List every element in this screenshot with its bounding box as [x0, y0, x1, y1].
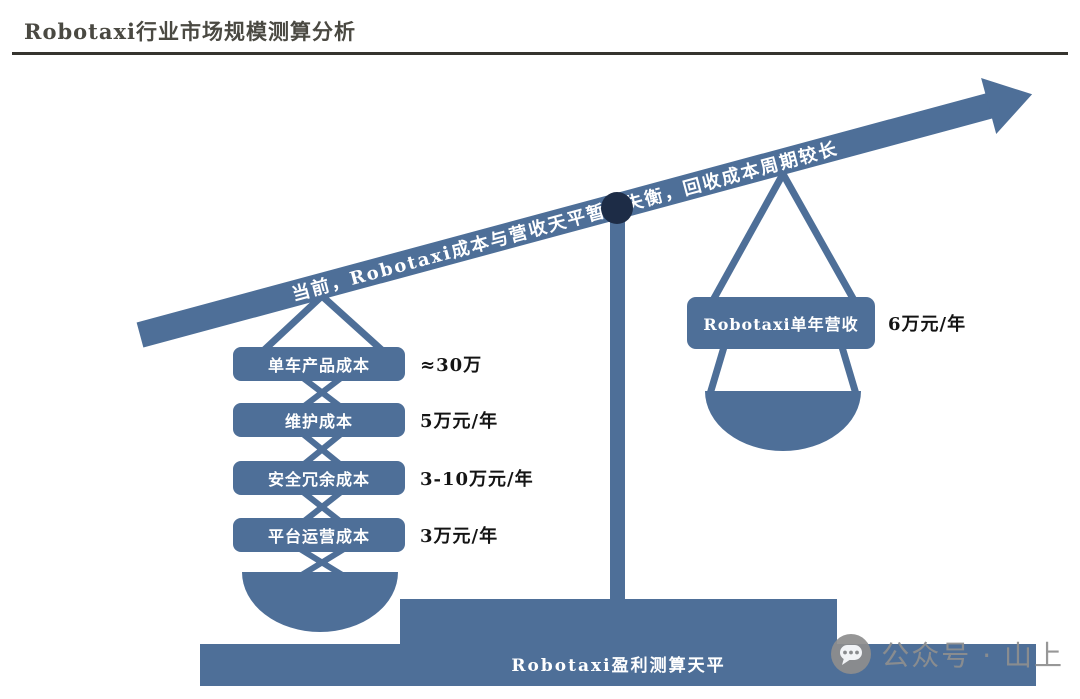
chat-bubble-icon	[831, 634, 872, 674]
page-title: Robotaxi行业市场规模测算分析	[24, 19, 356, 44]
cost-value-platform: 3万元/年	[420, 526, 499, 547]
left-pan-strings	[259, 293, 387, 355]
watermark: 公众号 · 山上	[831, 634, 1064, 674]
base-pedestal	[400, 599, 837, 645]
watermark-text: 公众号 · 山上	[881, 639, 1064, 672]
cost-box-vehicle: 单车产品成本	[233, 347, 405, 381]
title-divider	[12, 52, 1068, 55]
base-slab	[200, 644, 1036, 686]
pivot-dot	[601, 192, 633, 224]
cost-value-vehicle: ≈30万	[420, 355, 483, 376]
cost-value-safety: 3-10万元/年	[420, 469, 534, 490]
stand-post	[610, 205, 625, 645]
cost-box-maintenance: 维护成本	[233, 403, 405, 437]
cost-value-maintenance: 5万元/年	[420, 411, 499, 432]
cost-box-safety: 安全冗余成本	[233, 461, 405, 495]
base-label: Robotaxi盈利测算天平	[511, 655, 726, 676]
cost-box-platform: 平台运营成本	[233, 518, 405, 552]
revenue-box: Robotaxi单年营收	[687, 297, 875, 349]
right-pan-strings	[706, 172, 860, 395]
revenue-value: 6万元/年	[888, 314, 967, 335]
left-pan-bowl	[242, 572, 398, 632]
left-pan-links	[298, 375, 346, 579]
right-pan-bowl	[705, 391, 861, 451]
